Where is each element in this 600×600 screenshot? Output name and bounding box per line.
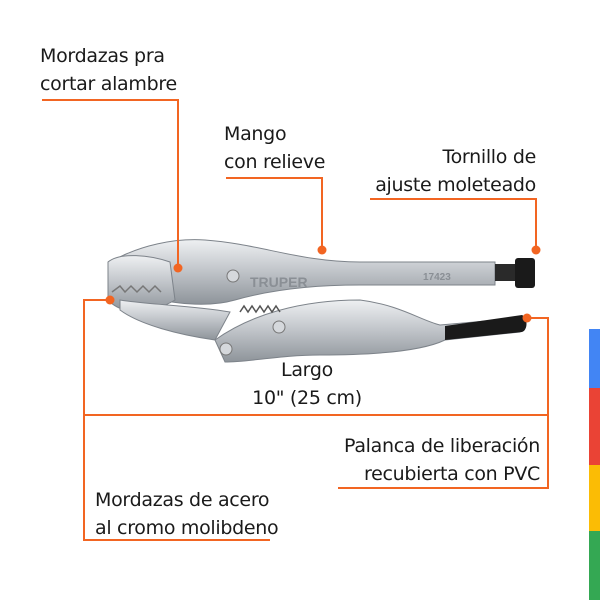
label-line: Largo [281, 359, 333, 381]
label-line: Tornillo de [442, 146, 537, 168]
label-screw: Tornillo de ajuste moleteado [375, 143, 536, 199]
side-bar-green [589, 531, 600, 600]
label-jaws-cut: Mordazas pra cortar alambre [40, 42, 177, 98]
callout-lines [42, 99, 549, 541]
knurled-screw [515, 258, 535, 288]
label-line: con relieve [224, 151, 326, 173]
label-line: recubierta con PVC [363, 463, 540, 485]
callout-dots [105, 245, 541, 323]
label-line: Mordazas de acero [95, 489, 270, 511]
label-line: Mordazas pra [40, 45, 165, 67]
label-lever: Palanca de liberación recubierta con PVC [344, 432, 540, 488]
pliers: TRUPER 17423 [107, 239, 535, 363]
side-bar-red [589, 388, 600, 465]
label-jaws-steel: Mordazas de acero al cromo molibdeno [95, 486, 279, 542]
brand-logo: TRUPER [250, 274, 308, 290]
label-line: ajuste moleteado [375, 174, 536, 196]
label-line: Palanca de liberación [344, 435, 540, 457]
side-bar-blue [589, 329, 600, 388]
label-line: 10" (25 cm) [252, 387, 362, 409]
pvc-grip [445, 315, 527, 340]
label-line: cortar alambre [40, 73, 177, 95]
label-handle: Mango con relieve [224, 120, 325, 176]
label-length: Largo 10" (25 cm) [237, 356, 377, 412]
model-number: 17423 [423, 272, 451, 283]
label-line: al cromo molibdeno [95, 517, 279, 539]
label-line: Mango [224, 123, 287, 145]
side-bar-yellow [589, 465, 600, 531]
